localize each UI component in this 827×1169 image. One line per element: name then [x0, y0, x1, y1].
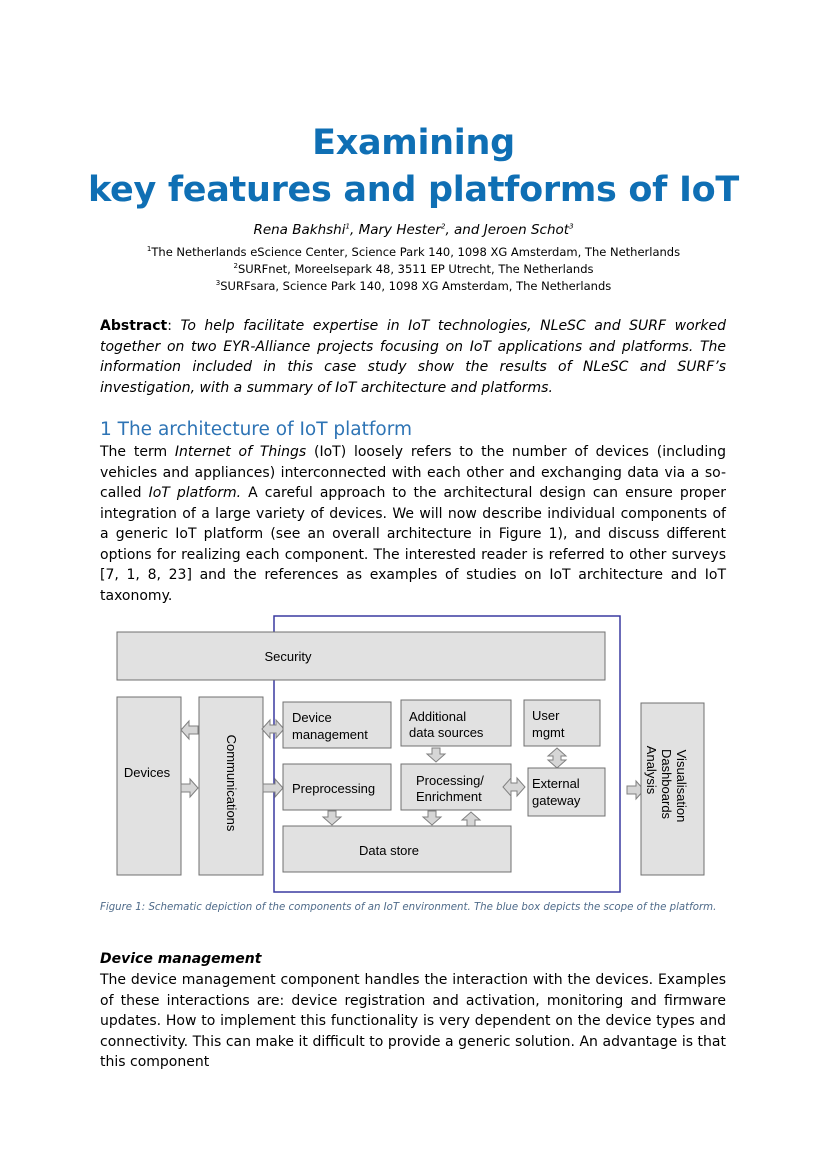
processing-enrichment-label: Processing/	[416, 773, 484, 788]
abstract-colon: :	[167, 318, 181, 334]
section-heading: 1 The architecture of IoT platform	[100, 419, 413, 440]
label-line: External	[532, 776, 580, 791]
author-name: Jeroen Schot	[483, 222, 570, 238]
arrow-right-icon	[180, 777, 199, 799]
affiliation-mark: 1	[146, 245, 152, 254]
author-affiliation-mark: 2	[440, 222, 446, 231]
label-line: Additional	[409, 709, 466, 724]
dashboards-label: Dashboards	[659, 749, 674, 820]
arrow-down-icon	[421, 810, 443, 826]
section-1-paragraph: The term Internet of Things (IoT) loosel…	[100, 442, 726, 606]
visualisation-label: Visualisation	[674, 750, 689, 823]
subsection-heading: Device management	[100, 951, 262, 967]
author-name: Rena Bakhshi	[253, 222, 346, 238]
label-line: data sources	[409, 725, 484, 740]
visualisation-box	[640, 702, 705, 876]
communications-box	[198, 696, 264, 876]
paper-title-line-1: Examining	[312, 123, 515, 163]
communications-label: Communications	[224, 735, 239, 832]
arrow-down-icon	[321, 810, 343, 826]
processing-enrichment-label: Enrichment	[416, 789, 482, 804]
affiliation-mark: 2	[233, 262, 238, 271]
label-line: Processing/	[416, 773, 484, 788]
security-label: Security	[265, 649, 312, 664]
additional-data-sources-label: data sources	[409, 725, 484, 740]
author-separator: , and	[445, 222, 484, 238]
external-gateway-box	[527, 767, 606, 817]
data-store-box	[282, 825, 512, 873]
iot-architecture-diagram: .bx { fill: #e1e1e1; stroke: #707070; st…	[116, 615, 705, 893]
paragraph-emphasis: Internet of Things	[174, 444, 307, 460]
label-line: User	[532, 708, 560, 723]
label-line: Device	[292, 710, 332, 725]
bidirectional-arrow-icon	[502, 776, 526, 798]
external-gateway-label: gateway	[532, 793, 581, 808]
abstract: Abstract: To help facilitate expertise i…	[100, 316, 726, 398]
paragraph-text: A careful approach to the architectural …	[100, 485, 726, 604]
label-line: mgmt	[532, 725, 565, 740]
device-management-box	[282, 701, 392, 749]
additional-data-sources-label: Additional	[409, 709, 466, 724]
label-line: gateway	[532, 793, 581, 808]
arrow-left-icon	[180, 719, 199, 741]
preprocessing-box	[282, 763, 392, 811]
platform-scope-box	[273, 615, 621, 893]
processing-enrichment-box	[400, 763, 512, 811]
devices-box	[116, 696, 182, 876]
preprocessing-label: Preprocessing	[292, 781, 375, 796]
label-line: management	[292, 727, 368, 742]
arrow-down-icon	[425, 747, 447, 763]
paragraph-emphasis: IoT platform.	[148, 485, 242, 501]
author-name: Mary Hester	[358, 222, 441, 238]
bidirectional-arrow-icon	[261, 718, 285, 740]
external-gateway-label: External	[532, 776, 580, 791]
affiliation-text: The Netherlands eScience Center, Science…	[151, 245, 681, 259]
arrow-up-icon	[460, 811, 482, 827]
abstract-text: To help facilitate expertise in IoT tech…	[100, 318, 726, 396]
paper-title-line-2: key features and platforms of IoT	[87, 170, 740, 210]
additional-data-sources-box	[400, 699, 512, 747]
paragraph-text: (IoT) loosely refers to the number of de…	[100, 444, 726, 501]
user-mgmt-box	[523, 699, 601, 747]
affiliation-3: 3SURFsara, Science Park 140, 1098 XG Ams…	[0, 279, 827, 293]
device-management-label: Device	[292, 710, 332, 725]
affiliation-text: SURFsara, Science Park 140, 1098 XG Amst…	[220, 279, 612, 293]
data-store-label: Data store	[359, 843, 419, 858]
user-mgmt-label: User	[532, 708, 560, 723]
affiliation-text: SURFnet, Moreelsepark 48, 3511 EP Utrech…	[237, 262, 594, 276]
author-separator: ,	[349, 222, 359, 238]
label-line: Enrichment	[416, 789, 482, 804]
author-list: Rena Bakhshi1, Mary Hester2, and Jeroen …	[0, 222, 827, 238]
affiliation-mark: 3	[215, 279, 221, 288]
author-affiliation-mark: 1	[345, 222, 350, 231]
user-mgmt-label: mgmt	[532, 725, 565, 740]
affiliation-2: 2SURFnet, Moreelsepark 48, 3511 EP Utrec…	[0, 262, 827, 276]
security-box	[116, 631, 606, 681]
figure-caption: Figure 1: Schematic depiction of the com…	[100, 902, 717, 913]
device-management-paragraph: The device management component handles …	[100, 972, 726, 1070]
arrow-right-icon	[262, 777, 284, 799]
abstract-label: Abstract	[100, 318, 168, 334]
bidirectional-arrow-icon	[546, 747, 568, 769]
author-affiliation-mark: 3	[569, 222, 574, 231]
affiliation-1: 1The Netherlands eScience Center, Scienc…	[0, 245, 827, 259]
arrow-right-icon	[626, 779, 645, 801]
paragraph-text: The term	[100, 444, 175, 460]
analysis-label: Analysis	[644, 746, 659, 795]
devices-label: Devices	[124, 765, 171, 780]
device-management-label: management	[292, 727, 368, 742]
